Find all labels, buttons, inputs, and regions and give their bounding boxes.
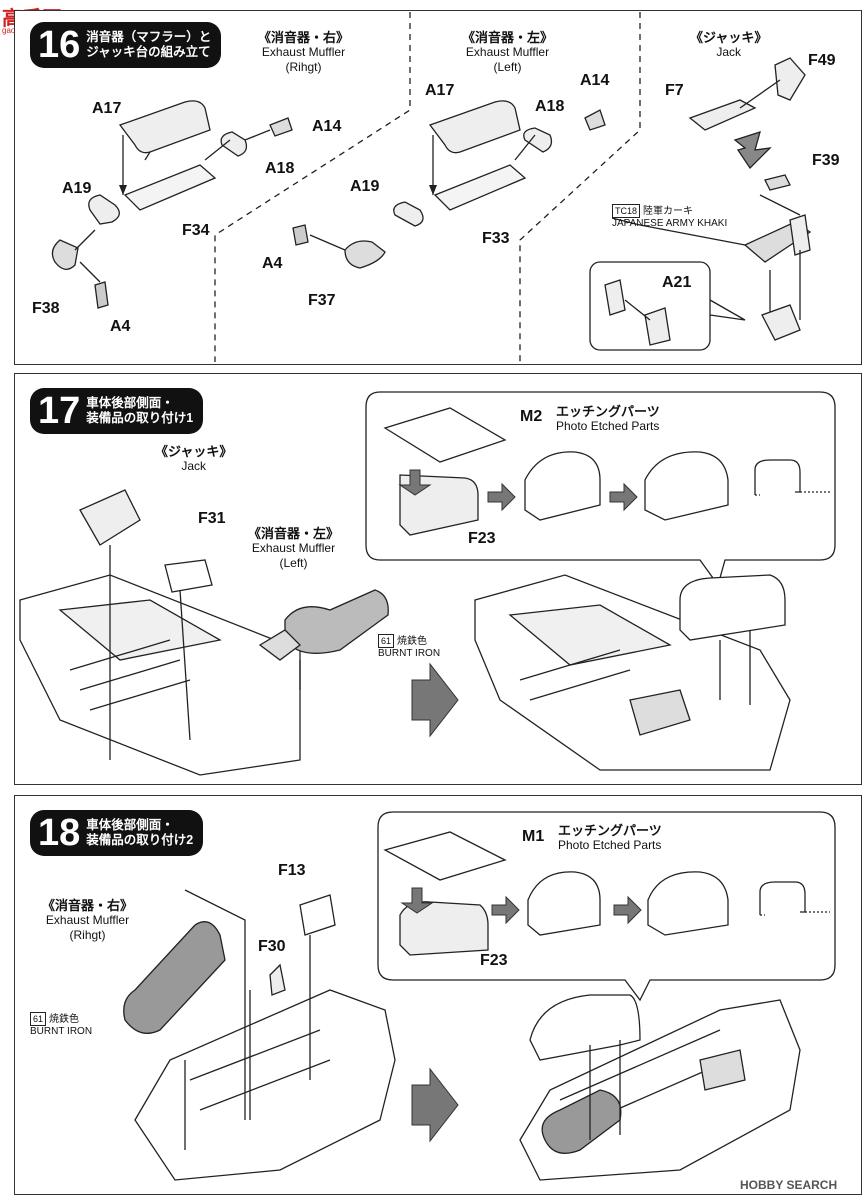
- s17-muffler-caption: 《消音器・左》 Exhaust Muffler (Left): [248, 526, 339, 571]
- paint-code: 61: [30, 1012, 47, 1026]
- part-label: F34: [182, 222, 210, 239]
- caption-en-2: (Rihgt): [285, 60, 322, 74]
- caption-jp: 《ジャッキ》: [155, 444, 233, 459]
- caption-en: Exhaust Muffler: [261, 45, 346, 59]
- caption-en: Photo Etched Parts: [556, 419, 660, 433]
- caption-en-2: (Left): [279, 556, 308, 570]
- caption-jp: 《消音器・右》: [42, 898, 134, 913]
- step-18-badge: 18 車体後部側面・ 装備品の取り付け2: [30, 810, 204, 856]
- part-label-m2: M2: [520, 408, 543, 425]
- part-label: A17: [425, 82, 455, 99]
- step-title: 車体後部側面・ 装備品の取り付け1: [86, 396, 194, 425]
- part-label: A19: [350, 178, 380, 195]
- s18-muffler-caption: 《消音器・右》 Exhaust Muffler (Rihgt): [42, 898, 133, 943]
- caption-jp: 《消音器・左》: [248, 526, 340, 541]
- caption-en-2: (Rihgt): [69, 928, 106, 942]
- caption-jp: 《消音器・右》: [258, 30, 350, 45]
- caption-en: Exhaust Muffler: [45, 913, 130, 927]
- caption-en: Jack: [181, 459, 207, 473]
- paint-name-jp: 陸軍カーキ: [643, 206, 694, 217]
- caption-jp: エッチングパーツ: [556, 404, 660, 419]
- part-label: A18: [265, 160, 295, 177]
- step-number: 18: [38, 812, 81, 854]
- step-number: 17: [38, 390, 81, 432]
- part-label: F33: [482, 230, 510, 247]
- caption-en: Exhaust Muffler: [465, 45, 550, 59]
- step-number: 16: [38, 24, 81, 66]
- caption-en: Exhaust Muffler: [251, 541, 336, 555]
- caption-en: Jack: [716, 45, 742, 59]
- caption-en-2: (Left): [493, 60, 522, 74]
- part-label: F37: [308, 292, 336, 309]
- part-label: F7: [665, 82, 684, 99]
- part-label-f30: F30: [258, 938, 286, 955]
- part-label: A17: [92, 100, 122, 117]
- part-label: F49: [808, 52, 836, 69]
- part-label: A4: [110, 318, 131, 335]
- s16-left-muffler-caption: 《消音器・左》 Exhaust Muffler (Left): [462, 30, 553, 75]
- caption-jp: エッチングパーツ: [558, 823, 662, 838]
- part-label-f31: F31: [198, 510, 226, 527]
- part-label: A18: [535, 98, 565, 115]
- part-label: F39: [812, 152, 840, 169]
- part-label: A19: [62, 180, 92, 197]
- paint-name-jp: 焼鉄色: [397, 636, 428, 647]
- s18-etch-caption: エッチングパーツ Photo Etched Parts: [558, 823, 662, 853]
- paint-name-en: BURNT IRON: [30, 1026, 93, 1037]
- part-label: F38: [32, 300, 60, 317]
- paint-name-en: BURNT IRON: [378, 648, 441, 659]
- part-label: A21: [662, 274, 692, 291]
- part-label-f13: F13: [278, 862, 306, 879]
- caption-jp: 《ジャッキ》: [690, 30, 768, 45]
- store-watermark: HOBBY SEARCH: [740, 1178, 838, 1192]
- part-label-f23: F23: [480, 952, 508, 969]
- part-label: A4: [262, 255, 283, 272]
- step-title: 消音器（マフラー）と ジャッキ台の組み立て: [86, 30, 212, 59]
- part-label-m1: M1: [522, 828, 545, 845]
- part-label: A14: [580, 72, 610, 89]
- paint-name-jp: 焼鉄色: [49, 1014, 80, 1025]
- step-title: 車体後部側面・ 装備品の取り付け2: [86, 818, 194, 847]
- part-label: A14: [312, 118, 342, 135]
- step-16-badge: 16 消音器（マフラー）と ジャッキ台の組み立て: [30, 22, 222, 68]
- caption-jp: 《消音器・左》: [462, 30, 554, 45]
- s17-jack-caption: 《ジャッキ》 Jack: [155, 444, 232, 474]
- paint-name-en: JAPANESE ARMY KHAKI: [612, 218, 728, 229]
- s16-jack-caption: 《ジャッキ》 Jack: [690, 30, 767, 60]
- caption-en: Photo Etched Parts: [558, 838, 662, 852]
- step-17-badge: 17 車体後部側面・ 装備品の取り付け1: [30, 388, 204, 434]
- s16-right-muffler-caption: 《消音器・右》 Exhaust Muffler (Rihgt): [258, 30, 349, 75]
- s17-etch-caption: エッチングパーツ Photo Etched Parts: [556, 404, 660, 434]
- part-label-f23: F23: [468, 530, 496, 547]
